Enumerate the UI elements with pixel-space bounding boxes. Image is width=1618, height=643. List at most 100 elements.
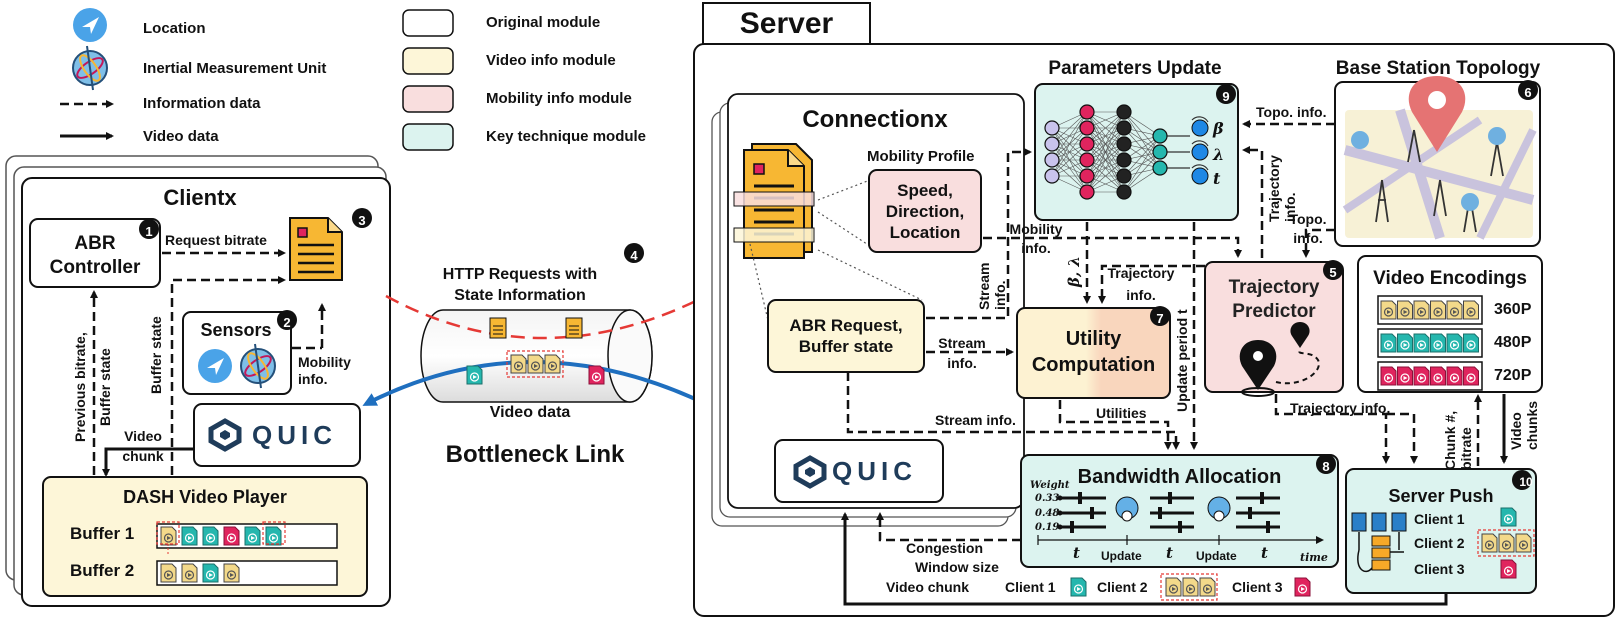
update-label-2: Update [1196,549,1237,563]
location-icon [73,8,107,42]
update-label-1: Update [1101,549,1142,563]
time-label: time [1300,551,1328,564]
congestion-label: Congestion [906,540,983,556]
weight-1: 0.33 [1035,493,1060,504]
server-push-title: Server Push [1388,486,1494,506]
weight-label: Weight [1030,480,1070,491]
request-bitrate-label: Request bitrate [165,232,267,248]
previous-buffer-label: Buffer state [97,348,113,426]
server-quic-logo-icon [793,455,827,489]
encodings-chunks [1377,295,1483,391]
http-request-path [385,294,708,340]
video-chunks-label: Video chunks [1508,400,1540,450]
quic-logo-icon [208,418,242,452]
video-chunk-label: Video chunk [122,428,164,464]
abr-request-label: ABR Request, Buffer state [789,316,903,356]
chunk-bitrate-label: Chunk #, bitrate [1442,410,1474,470]
legend-client3-label: Client 3 [1232,579,1283,595]
client-quic-label: QUIC [252,420,337,450]
param-t: t [1213,169,1221,188]
res-360-label: 360P [1494,301,1532,318]
badge-2: 2 [283,315,291,330]
badge-6: 6 [1524,85,1532,100]
badge-9: 9 [1222,89,1230,104]
connection-title: Connectionx [802,106,948,133]
buffer-state-label: Buffer state [148,316,164,394]
server-push-box [1345,468,1537,594]
badge-3: 3 [358,213,366,228]
server-document-icon [733,143,815,259]
document-icon [288,216,344,282]
buffer2-label: Buffer 2 [70,561,135,580]
original-module-swatch [402,9,454,37]
server-title: Server [739,7,834,40]
params-update-title: Parameters Update [1048,58,1222,79]
trajectory-info-vertical: Trajectory info. [1266,155,1298,222]
topo-info-label-1: Topo. info. [1256,104,1327,120]
trajectory-info-3-label: Trajectory info. [1290,400,1391,416]
mobility-info-server-label: Mobility info. [1009,221,1063,256]
video-chunk-server-label: Video chunk [886,579,969,595]
legend-location-label: Location [143,20,206,37]
video-encodings-title: Video Encodings [1373,268,1527,289]
legend-original-label: Original module [486,14,601,31]
bandwidth-box [1020,454,1339,568]
previous-bitrate-label: Previous bitrate, [72,332,88,442]
window-size-label: Window size [915,559,999,575]
buffer1-chunks [156,521,286,556]
topo-info-label-2: Topo. info. [1289,211,1327,246]
trajectory-pin-icon [1239,322,1320,397]
legend-video-data-label: Video data [143,128,219,145]
mobility-profile-box [868,169,982,253]
mobility-info-swatch [402,85,454,113]
legend-client1-label: Client 1 [1005,579,1056,595]
client-title: Clientx [163,185,237,210]
video-data-label: Video data [489,404,571,421]
badge-5: 5 [1329,265,1337,280]
sensor-location-icon [198,349,232,383]
trajectory-info-2-label: Trajectory info. [1107,265,1175,303]
utility-box [1016,307,1171,399]
key-technique-swatch [402,123,454,151]
legend-info-data-label: Information data [143,95,261,112]
badge-4: 4 [630,248,638,263]
stream-info-h-label: Stream info. [938,335,986,371]
legend-video-info-label: Video info module [486,52,616,69]
bandwidth-timeline [1037,492,1324,545]
badge-8: 8 [1322,459,1330,474]
client-quic-box [193,403,361,467]
weight-3: 0.19 [1035,522,1060,533]
res-720-label: 720P [1494,367,1532,384]
legend-key-technique-label: Key technique module [486,128,647,145]
server-quic-label: QUIC [832,456,917,486]
param-lambda: λ [1213,145,1225,164]
utilities-label: Utilities [1096,405,1147,421]
server-tab [702,2,871,47]
abr-request-box [767,299,925,373]
axis-t-3: t [1261,544,1268,562]
server-video-arrows [841,394,1508,606]
push-client1-label: Client 1 [1414,511,1465,527]
neural-network-icon [1044,104,1209,200]
badge-1: 1 [145,224,153,239]
weight-2: 0.48 [1035,508,1060,519]
server-info-arrows [846,120,1482,542]
badge-10: 10 [1519,475,1533,489]
link-video-chunks [466,350,605,385]
abr-controller-box [29,218,161,288]
video-info-swatch [402,47,454,75]
imu-icon [72,45,108,91]
legend-imu-label: Inertial Measurement Unit [143,60,327,77]
dash-player-title: DASH Video Player [123,487,287,507]
base-station-map-icon [1342,76,1537,240]
badge-7: 7 [1156,311,1164,326]
utility-label: Utility Computation [1031,328,1156,376]
push-client2-label: Client 2 [1414,535,1465,551]
update-period-label: Update period t [1174,309,1190,412]
param-beta: β [1213,119,1224,138]
buffer1-label: Buffer 1 [70,524,135,543]
stream-info-vertical: Stream info. [976,262,1008,310]
server-push-icon [1351,512,1407,573]
sensors-label: Sensors [200,320,272,340]
